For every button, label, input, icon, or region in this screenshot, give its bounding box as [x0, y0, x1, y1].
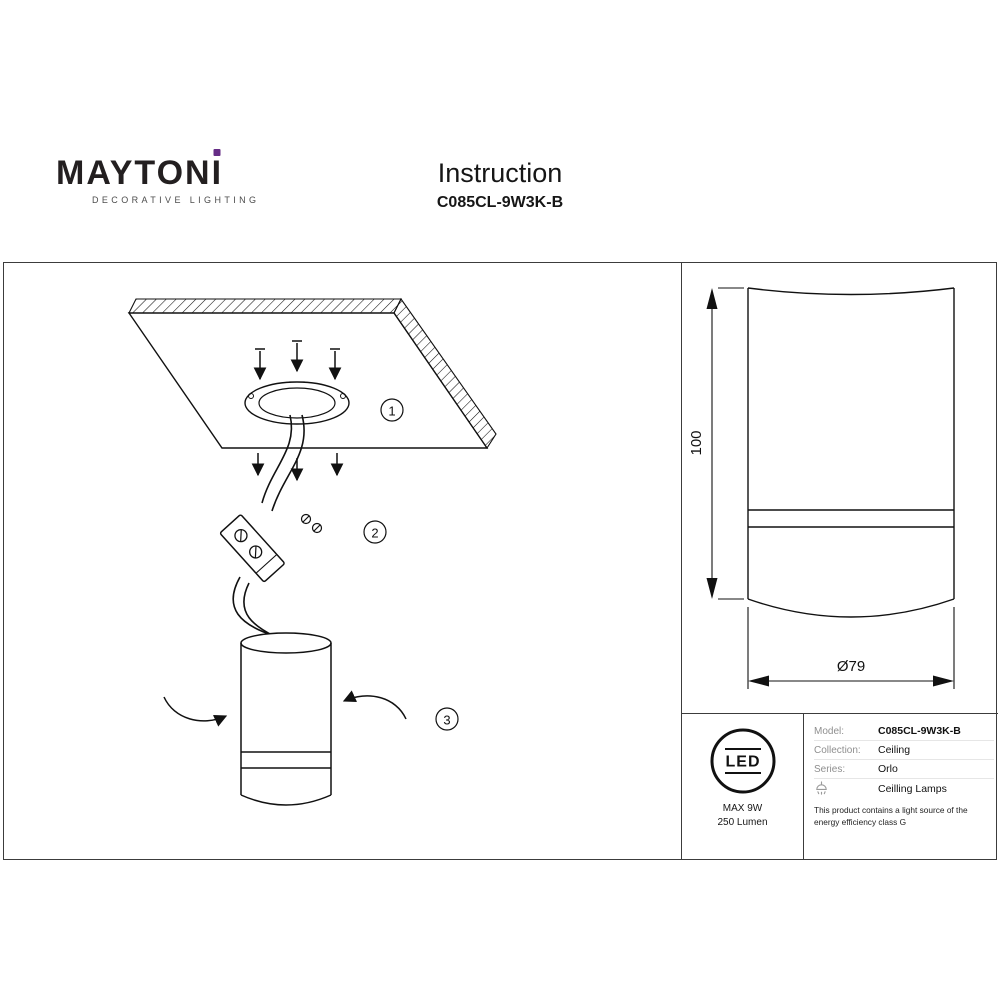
brand-main: MAYTON: [56, 154, 212, 192]
dim-cylinder: [747, 287, 955, 618]
model-label: Model:: [814, 725, 845, 737]
page-title: Instruction: [437, 158, 563, 188]
diameter-value: Ø79: [837, 658, 865, 675]
model-value: C085CL-9W3K-B: [878, 725, 961, 737]
installation-diagram: 1 2 3: [127, 297, 497, 806]
led-label: LED: [725, 754, 760, 771]
step-1-label: 1: [388, 404, 395, 419]
spec-row-type: Ceilling Lamps: [814, 779, 994, 798]
lamp-body: [240, 632, 332, 806]
spec-row-collection: Collection: Ceiling: [814, 741, 994, 760]
dimension-panel: 100 Ø79 LED: [681, 263, 998, 859]
brand-last-glyph: I: [211, 154, 224, 192]
lumen-value: 250 Lumen: [717, 817, 768, 828]
spec-table: Model: C085CL-9W3K-B Collection: Ceiling…: [804, 714, 998, 859]
series-value: Orlo: [878, 763, 898, 775]
rotate-arrows: [163, 690, 407, 727]
brand-tagline: DECORATIVE LIGHTING: [92, 195, 260, 205]
collection-label: Collection:: [814, 744, 861, 756]
max-power: MAX 9W: [722, 803, 763, 814]
terminal-screws: [300, 513, 323, 534]
mounting-ring: [244, 381, 350, 425]
height-value: 100: [688, 430, 705, 455]
terminal-connector: [219, 514, 285, 583]
series-label: Series:: [814, 763, 846, 775]
ceiling-panel: [127, 297, 497, 449]
spec-panel: LED MAX 9W 250 Lumen Model: C085CL-9W3K-…: [682, 713, 998, 859]
wires-lower: [232, 576, 281, 640]
step-3-label: 3: [443, 713, 450, 728]
title-block: Instruction C085CL-9W3K-B: [0, 158, 1000, 212]
ceiling-lamp-icon: [816, 781, 827, 795]
step-1-badge: 1: [380, 398, 404, 422]
type-value: Ceilling Lamps: [878, 782, 947, 795]
type-icon-cell: [814, 781, 878, 796]
logo-dot: [213, 149, 221, 156]
step-3-badge: 3: [435, 707, 459, 731]
brand-last-letter: I: [211, 149, 224, 192]
screw-arrows-bottom: [251, 453, 344, 482]
led-spec: LED MAX 9W 250 Lumen: [682, 714, 804, 859]
content-frame: 1 2 3: [3, 262, 998, 860]
step-2-label: 2: [371, 526, 378, 541]
wires-upper: [261, 414, 305, 512]
spec-row-model: Model: C085CL-9W3K-B: [814, 722, 994, 741]
collection-value: Ceiling: [878, 744, 911, 756]
energy-note: This product contains a light source of …: [814, 805, 968, 827]
led-badge: LED: [710, 728, 775, 794]
model-number: C085CL-9W3K-B: [436, 194, 564, 211]
height-dimension: 100: [688, 287, 744, 600]
spec-row-series: Series: Orlo: [814, 760, 994, 779]
step-2-badge: 2: [363, 520, 387, 544]
screw-arrows-top: [253, 340, 342, 381]
dimension-drawing: 100 Ø79: [688, 287, 955, 689]
diameter-dimension: Ø79: [747, 607, 955, 689]
